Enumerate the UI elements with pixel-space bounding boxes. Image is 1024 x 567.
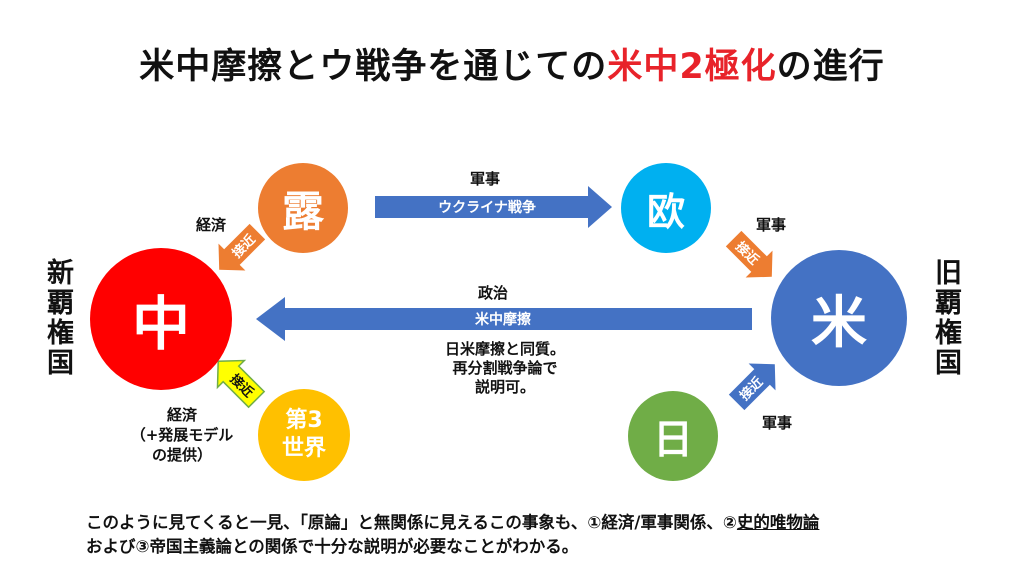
node-third-world-label-2: 世界 xyxy=(281,436,326,461)
node-russia-label: 露 xyxy=(281,186,324,236)
arrow-russia-europe xyxy=(375,186,612,228)
node-us-label: 米 xyxy=(811,290,867,356)
slide-title: 米中摩擦とウ戦争を通じての米中2極化の進行 xyxy=(0,38,1024,89)
node-third-world-label-1: 第3 xyxy=(285,408,323,433)
node-china-label: 中 xyxy=(131,290,190,358)
label-japan-us-military: 軍事 xyxy=(762,414,793,432)
footer-line-1: このように見てくると一見、「原論」と無関係に見えるこの事象も、①経済/軍事関係、… xyxy=(86,511,986,535)
footer-line-1-text: このように見てくると一見、「原論」と無関係に見えるこの事象も、①経済/軍事関係、… xyxy=(86,513,737,532)
arrow-us-china xyxy=(256,297,752,341)
title-prefix: 米中摩擦とウ戦争を通じての xyxy=(139,47,608,87)
node-europe: 欧 xyxy=(621,163,711,253)
node-china: 中 xyxy=(90,248,232,390)
label-new-hegemon: 新覇権国 xyxy=(42,258,73,378)
title-suffix: の進行 xyxy=(776,47,885,87)
node-us: 米 xyxy=(771,250,907,386)
label-russia-china-economy: 経済 xyxy=(196,216,227,234)
label-russia-europe-military: 軍事 xyxy=(470,170,501,188)
note-line-3: 説明可。 xyxy=(474,378,535,396)
node-russia: 露 xyxy=(258,163,348,253)
arrow-japan-us: 接近 xyxy=(728,363,776,411)
arrow-russia-europe-label: ウクライナ戦争 xyxy=(438,199,536,216)
label-third-china-line-3: の提供） xyxy=(151,446,212,464)
label-old-hegemon: 旧覇権国 xyxy=(930,258,961,378)
arrow-us-china-label: 米中摩擦 xyxy=(475,311,531,328)
footer-line-2: および③帝国主義論との関係で十分な説明が必要なことがわかる。 xyxy=(86,537,579,556)
label-europe-us-military: 軍事 xyxy=(756,216,787,234)
footer-line-1-underlined: 史的唯物論 xyxy=(736,513,820,532)
node-japan: 日 xyxy=(628,391,718,481)
node-third-world: 第3 世界 xyxy=(258,389,350,481)
title-highlight: 米中2極化 xyxy=(607,47,777,87)
label-third-china-line-1: 経済 xyxy=(166,406,197,424)
note-us-china: 日米摩擦と同質。 再分割戦争論で 説明可。 xyxy=(430,340,580,397)
note-line-1: 日米摩擦と同質。 xyxy=(444,340,565,358)
label-third-china-economy: 経済 （+発展モデル の提供） xyxy=(117,405,247,465)
note-line-2: 再分割戦争論で xyxy=(452,359,558,377)
label-us-china-politics: 政治 xyxy=(478,284,509,302)
footer-text: このように見てくると一見、「原論」と無関係に見えるこの事象も、①経済/軍事関係、… xyxy=(86,511,986,559)
node-japan-label: 日 xyxy=(653,417,693,463)
label-third-china-line-2: （+発展モデル xyxy=(130,426,234,444)
node-europe-label: 欧 xyxy=(646,189,685,234)
